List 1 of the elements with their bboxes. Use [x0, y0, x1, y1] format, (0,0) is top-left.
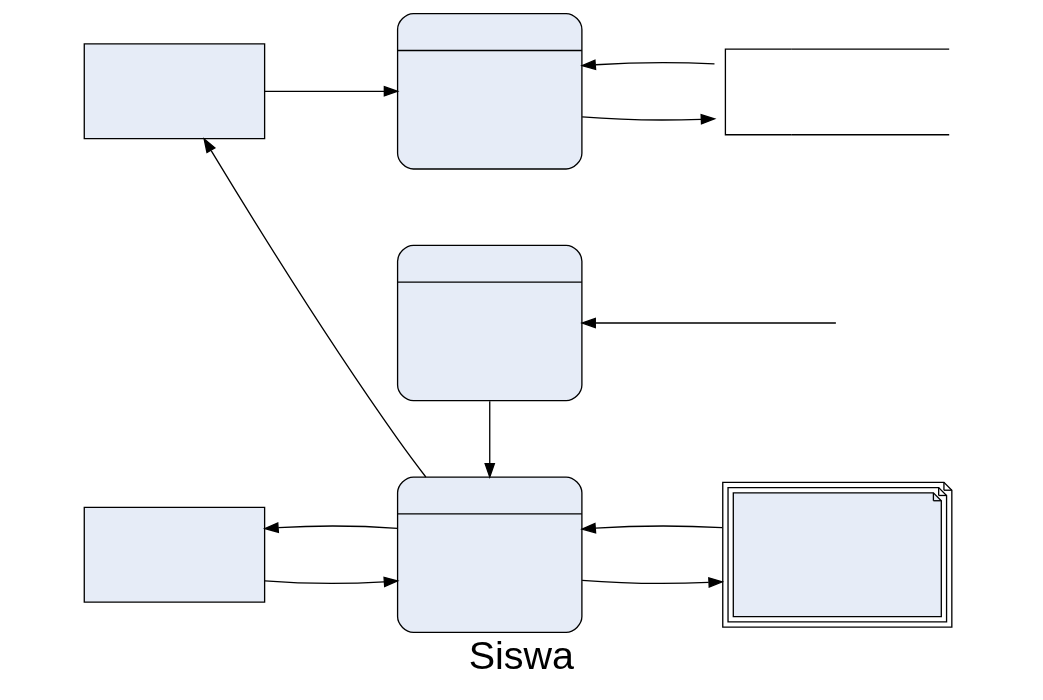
caption: Siswa — [468, 633, 574, 678]
